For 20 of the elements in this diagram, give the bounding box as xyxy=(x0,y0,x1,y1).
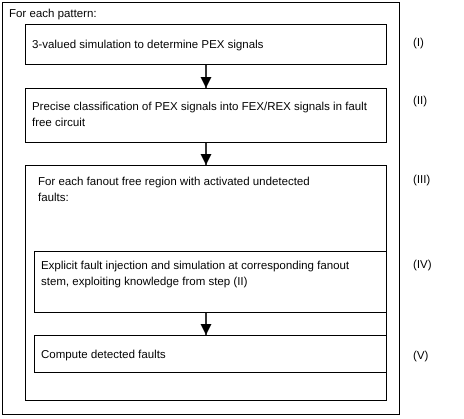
process-box xyxy=(25,88,387,143)
arrow xyxy=(200,143,212,165)
loop-heading: For each pattern: xyxy=(9,7,97,22)
loop-box xyxy=(2,2,400,415)
loop-box xyxy=(25,165,387,401)
arrow xyxy=(200,65,212,88)
step-text: 3-valued simulation to determine PEX signals xyxy=(32,38,264,53)
loop-heading: For each fanout free region with activated undetected faults: xyxy=(38,175,311,206)
step-text: Precise classification of PEX signals into FEX/REX signals in fault free circuit xyxy=(32,100,368,131)
step-number: (IV) xyxy=(413,258,432,273)
step-number: (V) xyxy=(413,349,428,364)
process-box xyxy=(25,24,387,65)
step-number: (III) xyxy=(413,173,430,188)
step-number: (II) xyxy=(413,94,428,109)
step-text: Explicit fault injection and simulation at corresponding fanout stem, exploiting knowledge from step (II) xyxy=(41,259,350,290)
arrow xyxy=(200,313,212,335)
process-box xyxy=(34,335,387,373)
step-text: Compute detected faults xyxy=(41,348,166,363)
process-box xyxy=(34,251,387,313)
step-number: (I) xyxy=(413,36,424,51)
